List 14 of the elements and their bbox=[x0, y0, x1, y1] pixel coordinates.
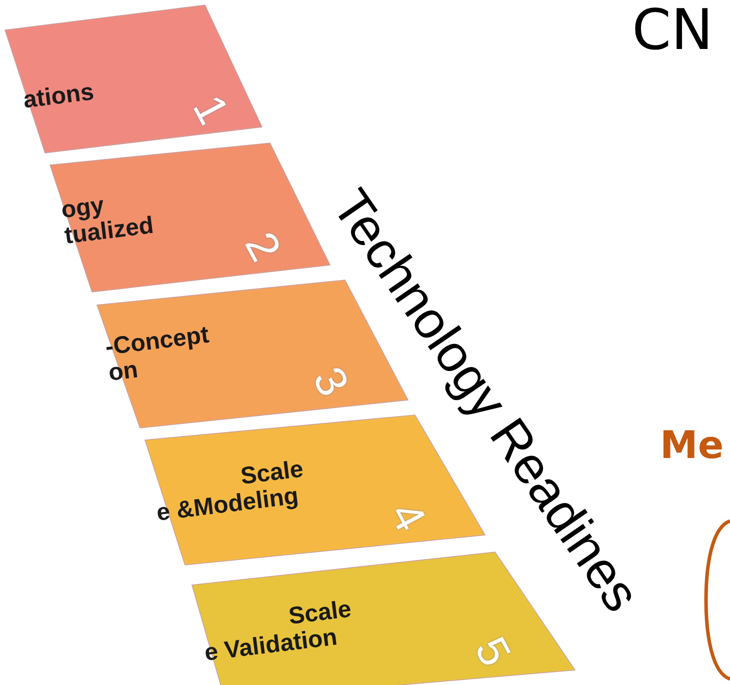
level-description: ogy tualized bbox=[60, 190, 156, 250]
level-slab bbox=[145, 415, 485, 565]
heading-fragment: Me bbox=[660, 425, 724, 467]
level-description: Scale e &Modeling bbox=[154, 454, 306, 527]
level-slab bbox=[5, 5, 262, 153]
level-number: 4 bbox=[382, 496, 432, 538]
level-description: Scale e Validation bbox=[202, 594, 354, 667]
title-fragment: CN bbox=[632, 0, 713, 62]
level-number: 5 bbox=[467, 630, 518, 674]
level-slab bbox=[50, 143, 330, 292]
level-description: ations bbox=[22, 77, 96, 114]
level-number: 1 bbox=[185, 88, 236, 132]
level-number: 2 bbox=[237, 226, 288, 268]
level-description: -Concept on bbox=[104, 320, 212, 387]
